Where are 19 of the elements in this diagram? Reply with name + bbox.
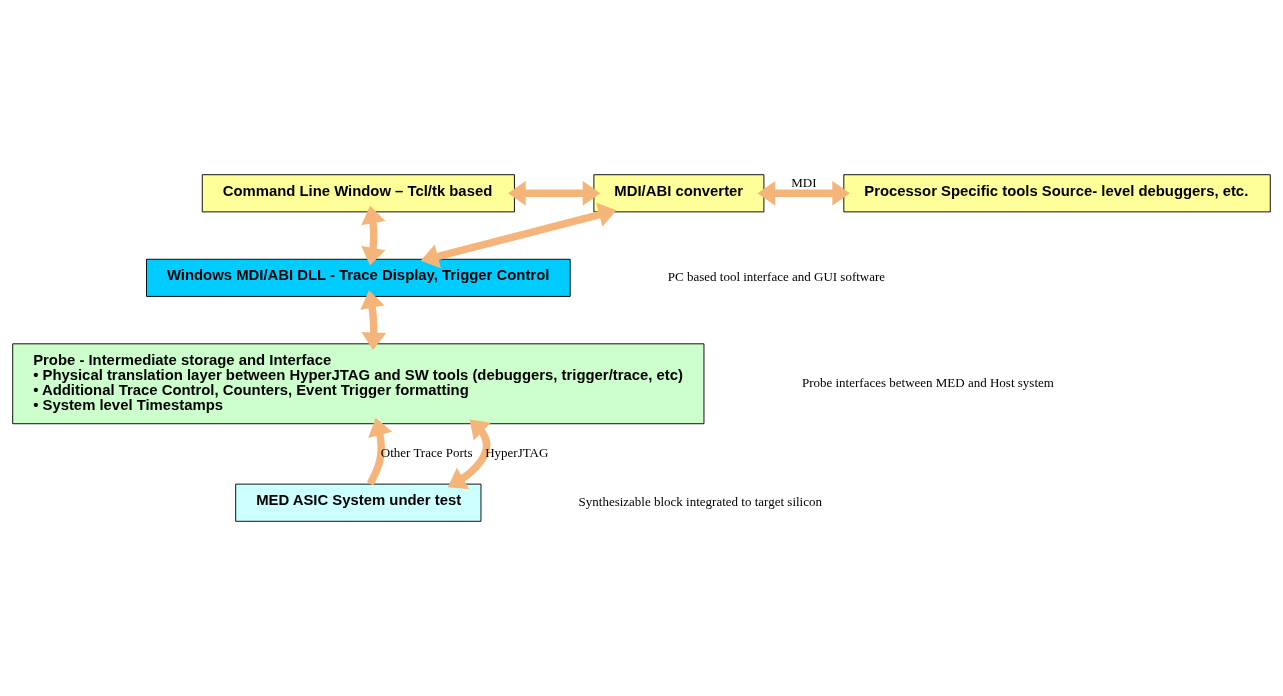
edge-label: HyperJTAG: [485, 445, 549, 461]
node-box: Processor Specific tools Source- level debuggers, etc.: [843, 174, 1271, 213]
arrow: [420, 202, 617, 269]
node-box: MDI/ABI converter: [593, 174, 765, 213]
arrow: [508, 180, 601, 206]
arrow: [757, 180, 850, 206]
label: Probe interfaces between MED and Host system: [801, 375, 1054, 391]
arrow: [366, 417, 393, 486]
arrow: [360, 290, 387, 351]
node-box: Probe - Intermediate storage and Interface • Physical translation layer between HyperJTAG and SW tools (debuggers, trigger/trace, etc) • Additional Trace Control, Counters, Event Trigger formatting • System level Timestamps: [12, 343, 705, 425]
node-box: MED ASIC System under test: [235, 483, 482, 522]
edge-label: MDI: [791, 174, 817, 190]
label: Synthesizable block integrated to target silicon: [578, 494, 822, 510]
node-box: Command Line Window – Tcl/tk based: [201, 174, 515, 213]
node-box: Windows MDI/ABI DLL - Trace Display, Trigger Control: [146, 258, 571, 297]
arrow: [447, 419, 491, 490]
arrow: [361, 205, 386, 266]
label: PC based tool interface and GUI software: [667, 269, 886, 285]
edge-label: Other Trace Ports: [380, 445, 473, 461]
